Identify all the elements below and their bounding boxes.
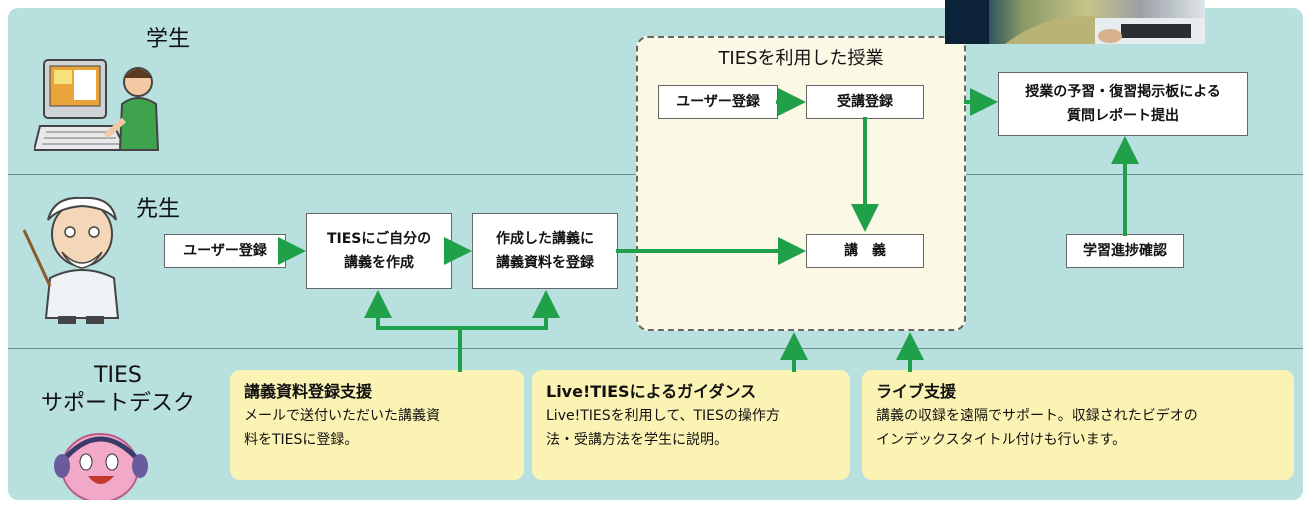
course-register-box: 受講登録 (806, 85, 924, 119)
support-description: メールで送付いただいた講義資 料をTIESに登録。 (244, 408, 440, 448)
ties-area-title: TIESを利用した授業 (718, 48, 884, 69)
progress-check-box: 学習進捗確認 (1066, 234, 1184, 268)
role-support-desk: TIES サポートデスク (18, 362, 218, 418)
classroom-photo (945, 0, 1205, 44)
support-box-live: ライブ支援 講義の収録を遠隔でサポート。収録されたビデオの インデックスタイトル… (862, 370, 1294, 480)
student-user-register-box: ユーザー登録 (658, 85, 778, 119)
support-title: 講義資料登録支援 (244, 382, 373, 401)
role-teacher: 先生 (135, 197, 180, 222)
diagram-panel: 学生 先生 TIES サポートデスク (8, 8, 1303, 500)
flow-arrows (278, 88, 1139, 372)
role-support-line2: サポートデスク (40, 391, 195, 416)
support-box-materials: 講義資料登録支援 メールで送付いただいた講義資 料をTIESに登録。 (230, 370, 524, 480)
professor-icon (22, 196, 120, 324)
report-submission-box: 授業の予習・復習掲示板による 質問レポート提出 (998, 72, 1248, 136)
lane-divider-2 (8, 348, 1303, 349)
support-title: Live!TIESによるガイダンス (546, 382, 757, 401)
register-materials-box: 作成した講義に 講義資料を登録 (472, 213, 618, 289)
support-box-guidance: Live!TIESによるガイダンス Live!TIESを利用して、TIESの操作… (532, 370, 850, 480)
create-lecture-box: TIESにご自分の 講義を作成 (306, 213, 452, 289)
role-student: 学生 (145, 27, 190, 52)
lecture-box: 講 義 (806, 234, 924, 268)
support-mascot-icon (54, 433, 148, 500)
support-description: Live!TIESを利用して、TIESの操作方 法・受講方法を学生に説明。 (546, 408, 780, 448)
support-title: ライブ支援 (876, 382, 957, 401)
role-support-line1: TIES (94, 363, 142, 388)
teacher-user-register-box: ユーザー登録 (164, 234, 286, 268)
support-description: 講義の収録を遠隔でサポート。収録されたビデオの インデックスタイトル付けも行いま… (876, 408, 1198, 448)
student-computer-icon (34, 59, 160, 151)
